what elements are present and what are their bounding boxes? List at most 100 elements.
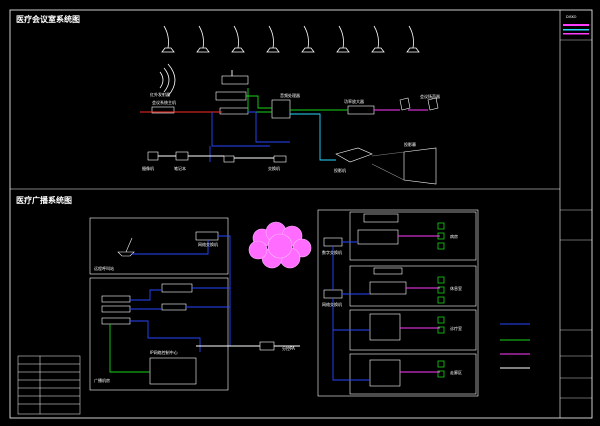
zone-speaker-icon <box>437 276 445 284</box>
label-group-a: 病房 <box>450 233 458 239</box>
speaker-b-icon <box>427 97 439 111</box>
top-connections <box>140 70 428 162</box>
link-blue-main <box>209 111 290 162</box>
microphone-icon <box>231 25 245 53</box>
label-pa: 分控PA <box>282 345 295 351</box>
projector-icon <box>335 147 373 163</box>
zone-speaker-icon <box>437 222 445 230</box>
network-cloud <box>248 221 312 269</box>
zone-speaker-icon <box>437 316 445 324</box>
microphone-icon <box>371 25 385 53</box>
label-paging-area: 远程呼叫站 <box>94 265 114 271</box>
conference-host <box>151 106 175 114</box>
label-power-amp: 功率放大器 <box>344 98 364 104</box>
switch-b-icon <box>273 155 287 163</box>
paging-station-frame <box>89 217 229 275</box>
label-group-d: 走廊区 <box>450 369 462 375</box>
rack-unit-2 <box>101 305 131 313</box>
rack-unit-1 <box>101 295 131 303</box>
label-network-switch: 网络交换机 <box>198 241 218 247</box>
microphone-icon <box>266 25 280 53</box>
link-blue-room <box>130 289 201 352</box>
label-group-c: 诊疗室 <box>450 325 462 331</box>
label-controller: IP网络控制中心 <box>150 349 178 355</box>
label-screen: 投影幕 <box>404 141 416 147</box>
label-wireless-transmitter: 会议系统主机 <box>152 99 176 105</box>
label-processor: 音频处理器 <box>280 92 300 98</box>
label-switch: 交换机 <box>268 165 280 171</box>
microphone-icon <box>301 25 315 53</box>
title-block-logo-strip <box>563 24 589 35</box>
link-cyan-top <box>290 113 336 161</box>
zone-amp-a1 <box>363 213 399 223</box>
server-unit <box>161 283 193 293</box>
zone-frame-b <box>349 265 477 307</box>
label-projector: 投影机 <box>334 167 346 173</box>
server-unit-2 <box>161 303 187 311</box>
pa-controller <box>259 341 275 351</box>
bottom-section-title: 医疗广播系统图 <box>16 195 72 205</box>
title-block <box>560 39 592 399</box>
title-block-logo: DISKO <box>566 15 577 19</box>
label-wireless: 红外发射器 <box>150 91 170 97</box>
link-blue-paging <box>132 240 209 255</box>
zone-amp-d <box>369 359 401 387</box>
control-center-monitor <box>149 357 197 385</box>
top-devices <box>147 75 439 185</box>
projection-beam <box>371 151 405 181</box>
wireless-icon <box>159 63 176 97</box>
link-green-main <box>246 88 348 113</box>
label-switch-a: 数字交换机 <box>322 249 342 255</box>
bottom-connections <box>109 235 440 381</box>
zone-switch-b <box>323 289 343 299</box>
label-speaker: 会议扬声器 <box>420 93 440 99</box>
zone-amp-a2 <box>357 229 399 245</box>
network-switch-top <box>195 231 219 241</box>
link-blue-zones <box>332 241 370 381</box>
zone-frame-a <box>349 211 477 261</box>
central-unit-b <box>215 91 247 101</box>
audio-processor <box>271 99 291 119</box>
line-legend <box>500 323 530 369</box>
speaker-a-icon <box>399 97 411 111</box>
zone-speaker-icon <box>437 360 445 368</box>
zone-speaker-icon <box>437 242 445 250</box>
projection-screen <box>403 147 437 185</box>
zone-frame-d <box>349 353 477 395</box>
label-camera: 摄像机 <box>142 165 154 171</box>
microphone-row <box>161 25 420 53</box>
zone-amp-c <box>369 313 401 341</box>
microphone-icon <box>161 25 175 53</box>
zone-frame-outer <box>317 209 479 397</box>
switch-a-icon <box>223 155 235 163</box>
top-section-title: 医疗会议室系统图 <box>16 14 80 24</box>
zone-speaker-icon <box>437 286 445 294</box>
zone-speaker-icon <box>437 370 445 378</box>
control-room-frame <box>89 277 229 391</box>
zone-speaker-icon <box>437 326 445 334</box>
central-unit-c <box>219 107 249 115</box>
legend-table <box>17 355 81 415</box>
zone-switch-a <box>323 237 343 247</box>
zone-amp-b2 <box>369 281 407 295</box>
microphone-icon <box>336 25 350 53</box>
link-magenta-zones <box>398 235 440 373</box>
laptop-icon <box>175 151 189 161</box>
central-unit-a <box>221 75 249 85</box>
camera-icon <box>147 151 159 161</box>
drawing-frame <box>9 9 593 419</box>
zone-speaker-icon <box>437 296 445 304</box>
link-camera <box>158 155 274 159</box>
link-green-room <box>109 324 150 373</box>
label-control-room: 广播机房 <box>94 377 110 383</box>
bottom-frames <box>89 209 479 397</box>
microphone-icon <box>196 25 210 53</box>
link-blue-trunk <box>186 235 260 347</box>
power-amplifier <box>347 105 375 115</box>
label-group-b: 休息室 <box>450 285 462 291</box>
zone-amp-b1 <box>373 267 403 275</box>
zone-speakers <box>437 222 445 378</box>
label-switch-b: 网络交换机 <box>322 301 342 307</box>
label-laptop: 笔记本 <box>174 165 186 171</box>
